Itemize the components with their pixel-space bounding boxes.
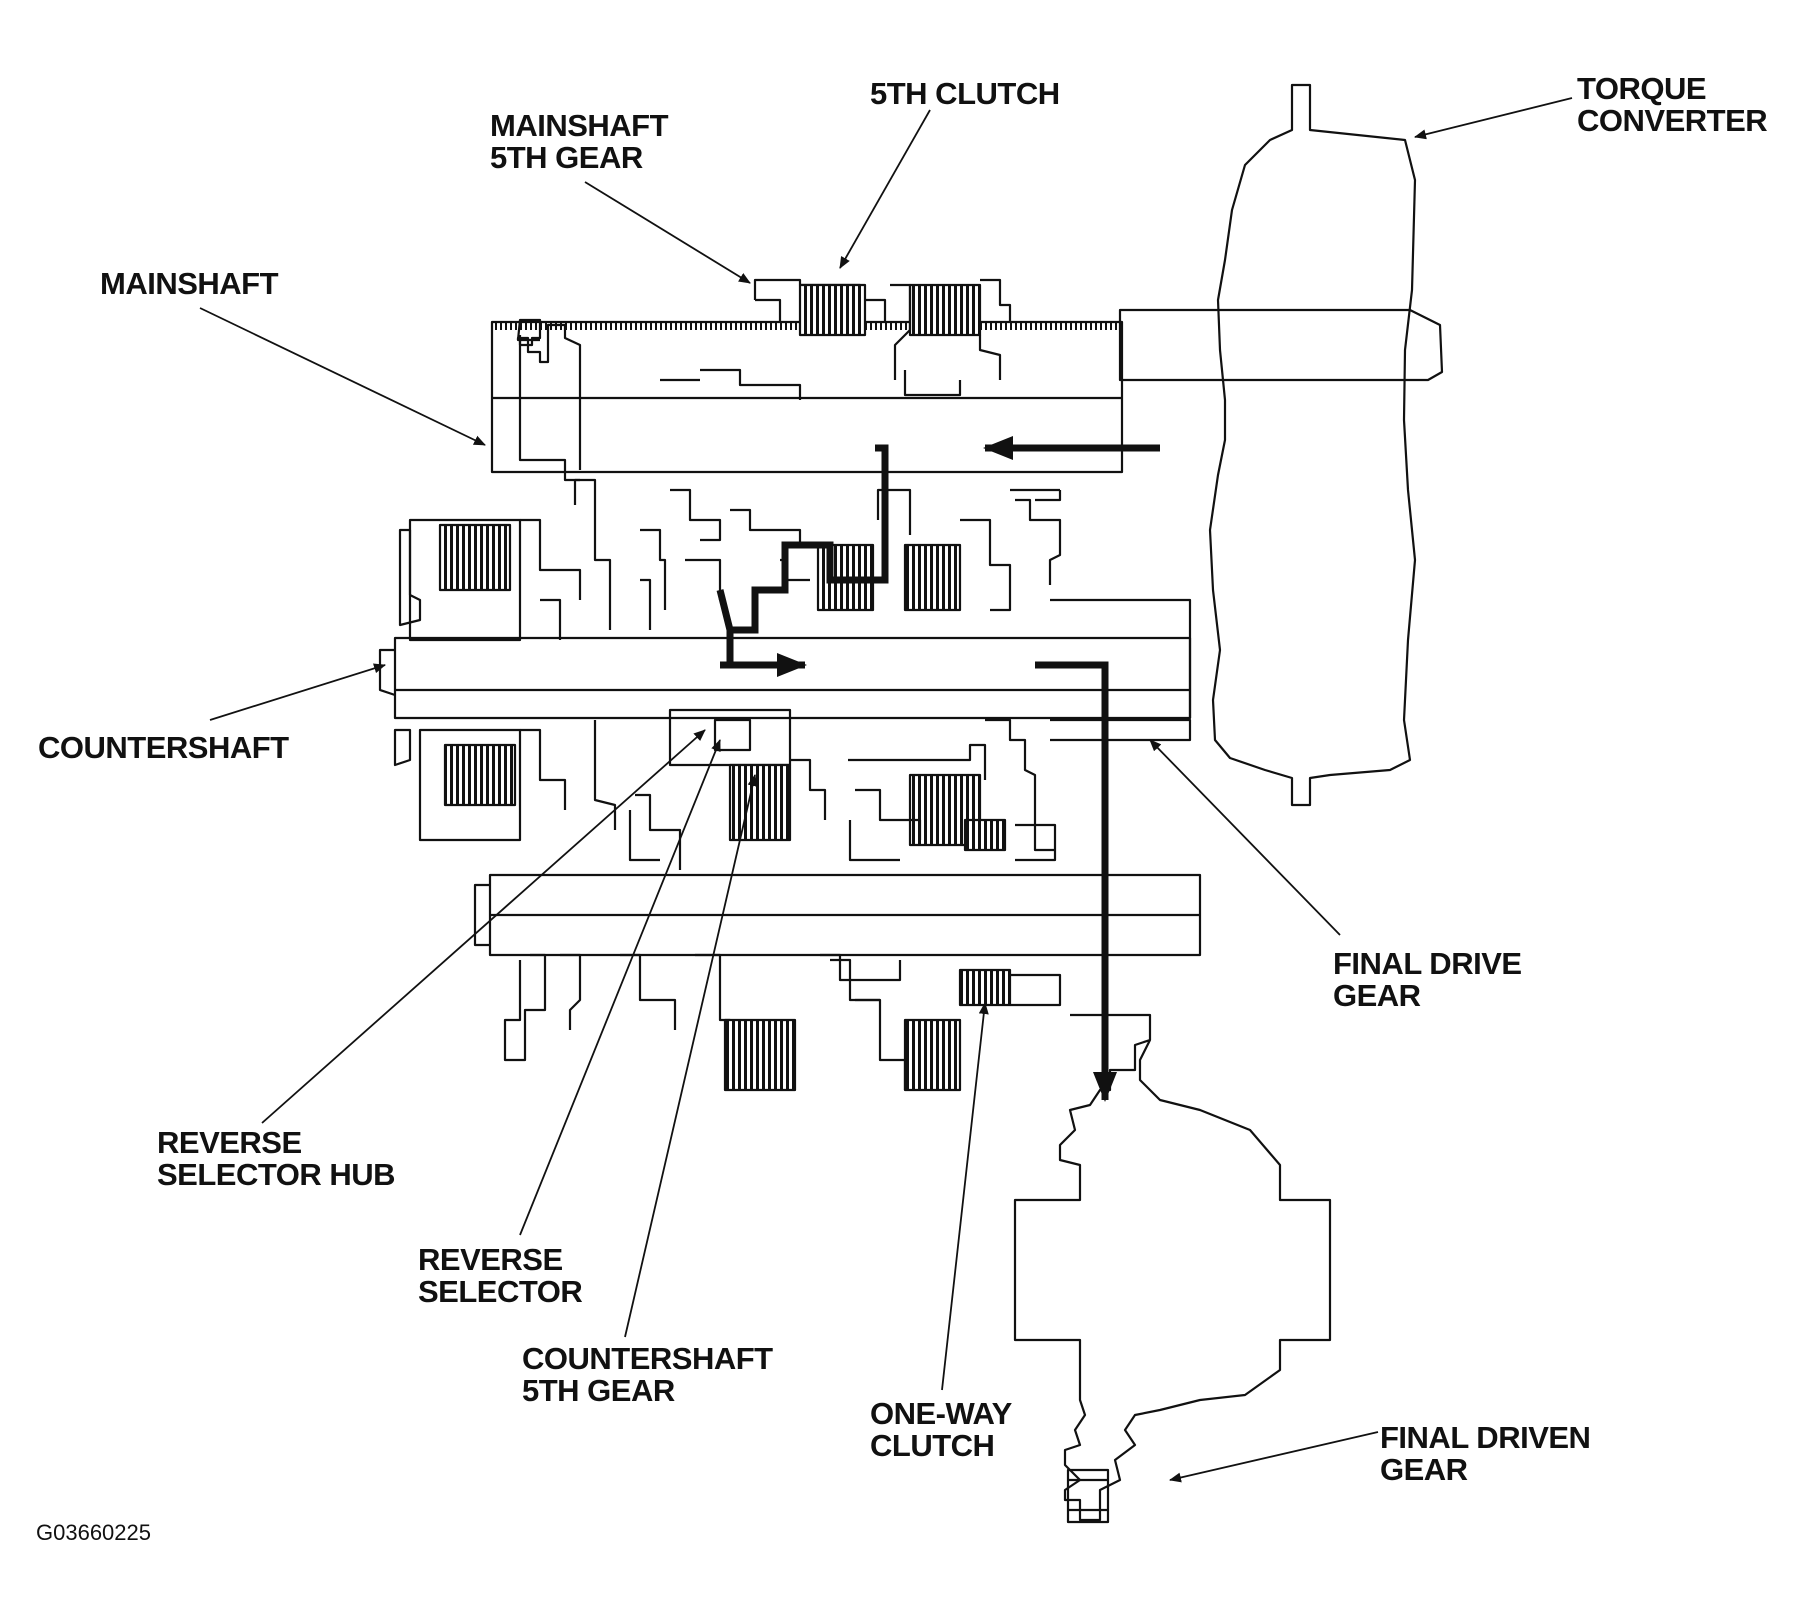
label-final-drive-gear: FINAL DRIVE GEAR: [1333, 946, 1522, 1013]
input-shaft: [1118, 308, 1444, 382]
leader-reverse-selector: [519, 739, 721, 1236]
leader-mainshaft: [199, 307, 486, 446]
label-countershaft-5th-gear: COUNTERSHAFT 5TH GEAR: [522, 1341, 773, 1408]
label-mainshaft-5th-gear: MAINSHAFT 5TH GEAR: [490, 108, 669, 175]
final-driven-gear-housing: [1013, 1013, 1332, 1522]
power-flow-mainshaft: [716, 444, 889, 665]
leader-final-driven-gear: [1169, 1431, 1379, 1483]
leader-countershaft: [209, 663, 386, 721]
leader-final-drive-gear: [1149, 739, 1341, 936]
label-reverse-selector-hub: REVERSE SELECTOR HUB: [157, 1125, 396, 1192]
reverse-selector-hub: [713, 718, 752, 752]
label-one-way-clutch: ONE-WAY CLUTCH: [870, 1396, 1012, 1463]
countershaft-body: [393, 636, 1192, 720]
fifth-clutch-plates-left: [798, 283, 867, 337]
fifth-clutch-plates-right: [908, 283, 982, 337]
one-way-clutch-lower: [958, 968, 1012, 1007]
mainshaft-top-gear: [516, 318, 542, 347]
leader-mainshaft-5th-gear: [584, 181, 751, 284]
leader-torque-converter: [1414, 97, 1573, 140]
label-5th-clutch: 5TH CLUTCH: [870, 76, 1060, 111]
torque-converter-body: [1208, 83, 1417, 807]
label-torque-converter: TORQUE CONVERTER: [1577, 71, 1768, 138]
figure-id: G03660225: [36, 1520, 151, 1545]
label-final-driven-gear: FINAL DRIVEN GEAR: [1380, 1420, 1591, 1487]
leader-fifth-clutch: [839, 109, 931, 269]
lower-left-clutch: [418, 728, 522, 842]
label-countershaft: COUNTERSHAFT: [38, 730, 289, 765]
leader-countershaft-5th-gear: [624, 774, 758, 1338]
label-mainshaft: MAINSHAFT: [100, 266, 279, 301]
leader-one-way-clutch: [941, 1002, 989, 1391]
one-way-clutch-upper: [963, 818, 1007, 852]
countershaft-5th-gear-plates: [728, 763, 792, 842]
leader-reverse-selector-hub: [261, 729, 706, 1124]
power-flow-final-drive: [1035, 661, 1117, 1102]
final-driven-gear-teeth: [1066, 1468, 1110, 1524]
label-reverse-selector: REVERSE SELECTOR: [418, 1242, 583, 1309]
